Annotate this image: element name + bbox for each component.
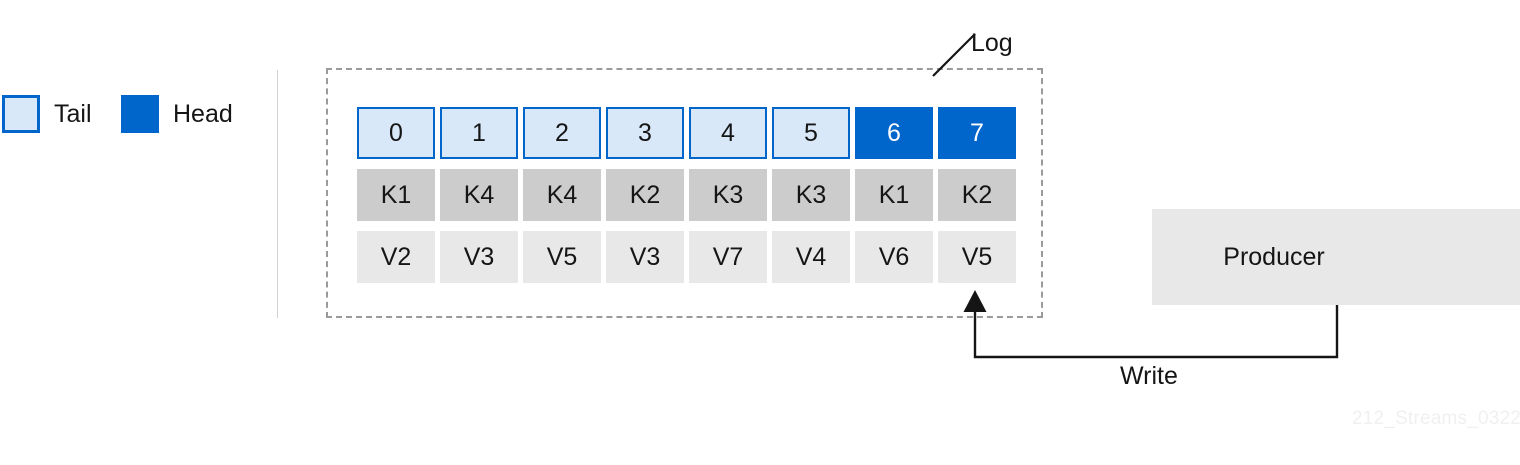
offset-cell[interactable]: 6 <box>855 107 933 159</box>
offset-cell[interactable]: 1 <box>440 107 518 159</box>
key-cell: K4 <box>440 169 518 221</box>
legend-item-tail: Tail <box>2 95 92 133</box>
log-row-keys: K1 K4 K4 K2 K3 K3 K1 K2 <box>357 169 1016 221</box>
offset-cell[interactable]: 4 <box>689 107 767 159</box>
legend: Tail Head <box>0 95 250 150</box>
legend-label-head: Head <box>173 99 233 128</box>
key-cell: K2 <box>606 169 684 221</box>
offset-cell[interactable]: 5 <box>772 107 850 159</box>
log-leader-line-icon <box>932 33 976 77</box>
write-arrow-icon <box>963 290 1339 359</box>
value-cell: V2 <box>357 231 435 283</box>
offset-cell[interactable]: 2 <box>523 107 601 159</box>
offset-cell[interactable]: 7 <box>938 107 1016 159</box>
log-table: 0 1 2 3 4 5 6 7 K1 K4 K4 K2 K3 K3 K1 K2 … <box>357 107 1016 283</box>
log-title: Log <box>971 29 1013 57</box>
key-cell: K3 <box>772 169 850 221</box>
key-cell: K1 <box>357 169 435 221</box>
value-cell: V3 <box>440 231 518 283</box>
value-cell: V7 <box>689 231 767 283</box>
legend-item-head: Head <box>121 95 233 133</box>
value-cell: V6 <box>855 231 933 283</box>
offset-cell[interactable]: 0 <box>357 107 435 159</box>
key-cell: K1 <box>855 169 933 221</box>
write-label: Write <box>1120 362 1178 390</box>
producer-label: Producer <box>1223 242 1325 271</box>
head-swatch-icon <box>121 95 159 133</box>
vertical-divider <box>277 70 278 318</box>
value-cell: V4 <box>772 231 850 283</box>
watermark: 212_Streams_0322 <box>1352 408 1520 429</box>
log-boundary <box>326 68 1043 318</box>
key-cell: K4 <box>523 169 601 221</box>
value-cell: V3 <box>606 231 684 283</box>
offset-cell[interactable]: 3 <box>606 107 684 159</box>
log-row-offsets: 0 1 2 3 4 5 6 7 <box>357 107 1016 159</box>
value-cell: V5 <box>938 231 1016 283</box>
log-row-values: V2 V3 V5 V3 V7 V4 V6 V5 <box>357 231 1016 283</box>
producer-box[interactable]: Producer <box>1152 209 1520 305</box>
value-cell: V5 <box>523 231 601 283</box>
key-cell: K2 <box>938 169 1016 221</box>
tail-swatch-icon <box>2 95 40 133</box>
legend-label-tail: Tail <box>54 99 92 128</box>
key-cell: K3 <box>689 169 767 221</box>
